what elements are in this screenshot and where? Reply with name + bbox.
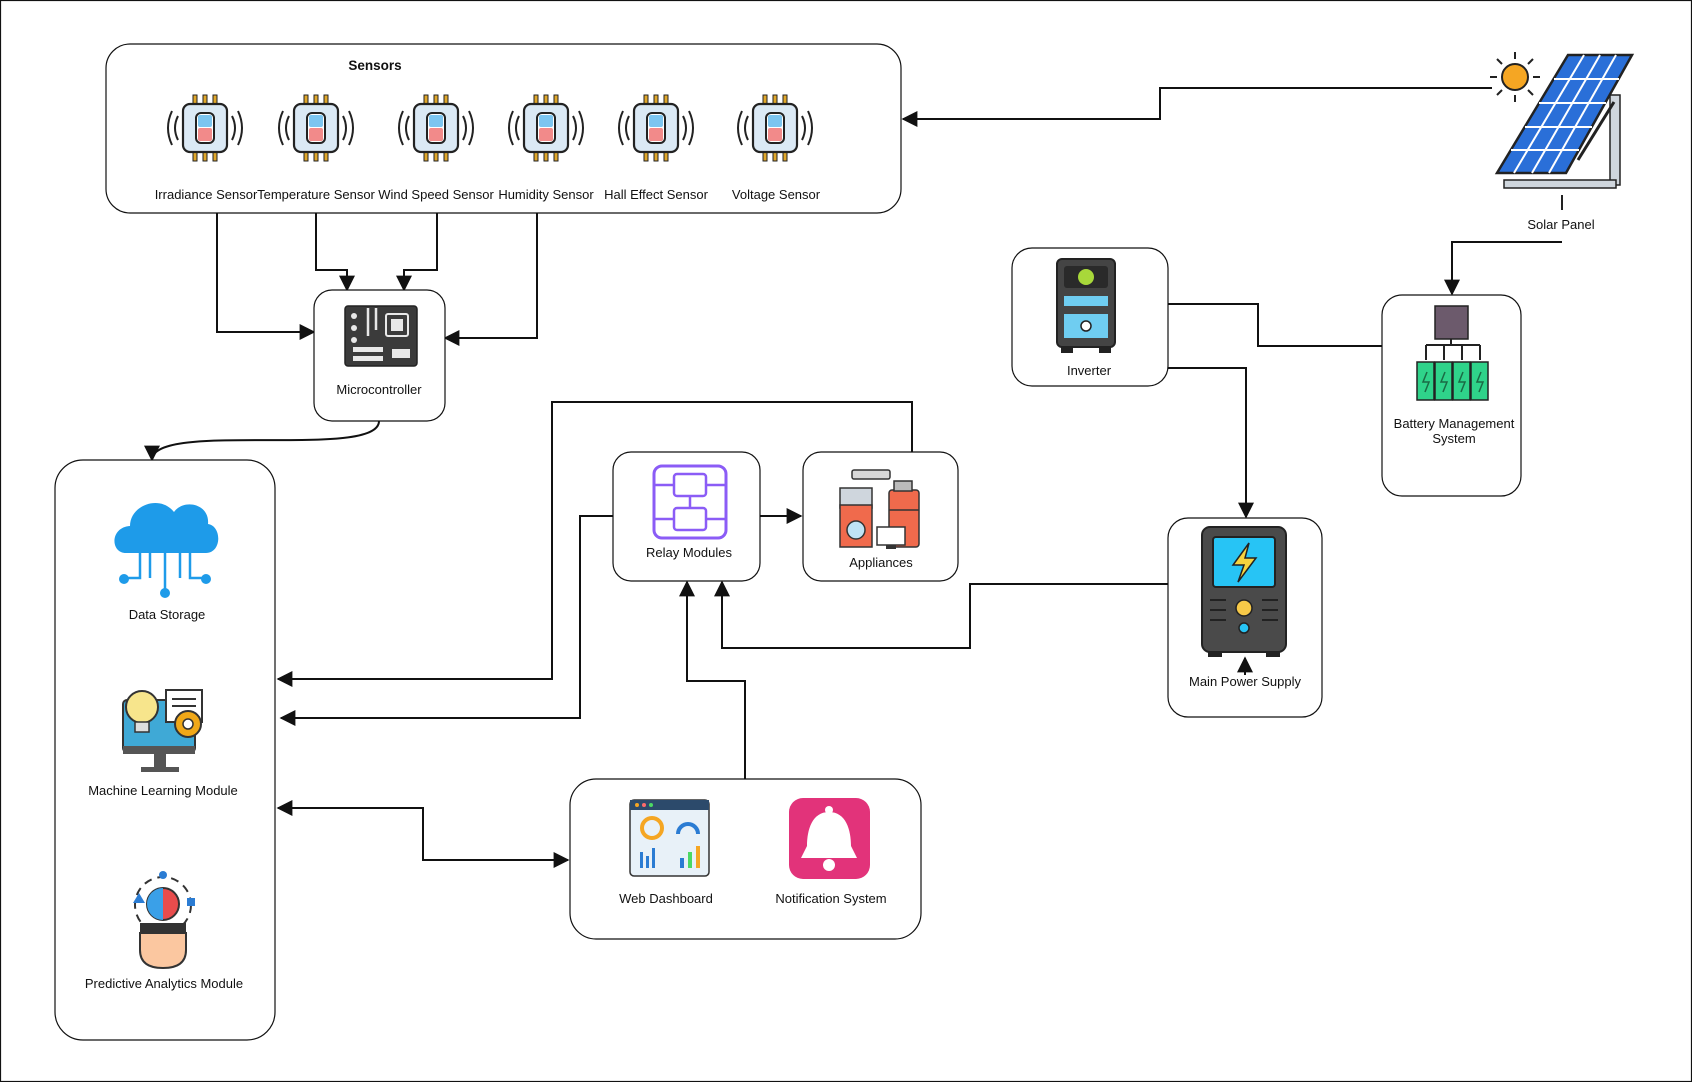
data-storage-label: Data Storage [129, 607, 206, 622]
web-dashboard-node: Web Dashboard [619, 799, 713, 906]
wind-speed-sensor: Wind Speed Sensor [378, 93, 494, 202]
battery-icon [1416, 305, 1489, 401]
edge-appliances-to-ml [276, 401, 913, 687]
notification-system-node: Notification System [775, 798, 887, 906]
notification-system-label: Notification System [775, 891, 886, 906]
data-storage-node: Data Storage [114, 502, 219, 622]
edge-irradiance-to-mcu [216, 212, 316, 340]
appliances-label: Appliances [849, 555, 913, 570]
humidity-sensor-label: Humidity Sensor [498, 187, 594, 202]
voltage-sensor: Voltage Sensor [732, 93, 821, 202]
appliances-node: Appliances [802, 451, 959, 582]
solar-panel-node: Solar Panel [1490, 52, 1635, 232]
ml-module-label: Machine Learning Module [88, 783, 238, 798]
battery-management-label-line1: Battery Management [1394, 416, 1515, 431]
edge-humidity-to-mcu [443, 212, 538, 346]
predictive-analytics-node: Predictive Analytics Module [85, 871, 243, 991]
dashboard-icon [629, 799, 710, 877]
circuit-board-icon [344, 305, 418, 367]
voltage-sensor-label: Voltage Sensor [732, 187, 821, 202]
cloud-network-icon [114, 502, 219, 598]
edge-windspeed-to-mcu [396, 212, 438, 292]
inverter-node: Inverter [1011, 247, 1169, 387]
temperature-sensor: Temperature Sensor [257, 93, 376, 202]
edge-relay-to-ml [279, 515, 613, 726]
predictive-analytics-label: Predictive Analytics Module [85, 976, 243, 991]
inverter-label: Inverter [1067, 363, 1112, 378]
hall-effect-sensor-label: Hall Effect Sensor [604, 187, 708, 202]
main-power-supply-node: Main Power Supply [1167, 517, 1323, 718]
ml-module-node: Machine Learning Module [88, 689, 238, 798]
inverter-icon [1056, 258, 1116, 353]
wind-speed-sensor-label: Wind Speed Sensor [378, 187, 494, 202]
relay-modules-label: Relay Modules [646, 545, 732, 560]
edge-solar-to-battery [1444, 241, 1562, 296]
hall-effect-sensor: Hall Effect Sensor [604, 93, 709, 202]
solar-panel-icon [1490, 52, 1635, 210]
web-dashboard-label: Web Dashboard [619, 891, 713, 906]
sensors-group-title: Sensors [348, 58, 401, 73]
edge-ml-to-dashboard [276, 800, 570, 868]
edge-temperature-to-mcu [315, 212, 355, 292]
battery-management-node: Battery Management System [1381, 294, 1522, 497]
relay-modules-node: Relay Modules [612, 451, 761, 582]
edge-battery-to-inverter [1168, 303, 1382, 347]
power-supply-icon [1201, 526, 1287, 657]
edge-solar-to-sensors [901, 87, 1492, 127]
ml-computer-icon [122, 689, 203, 772]
analytics-column: Data Storage Machine Learning Module [54, 459, 276, 1041]
solar-panel-label: Solar Panel [1527, 217, 1594, 232]
microcontroller-label: Microcontroller [336, 382, 422, 397]
temperature-sensor-label: Temperature Sensor [257, 187, 375, 202]
humidity-sensor: Humidity Sensor [498, 93, 594, 202]
sun-icon [1490, 52, 1540, 102]
sensors-group: Sensors Irradiance Sensor Temperature Se… [105, 43, 902, 214]
irradiance-sensor: Irradiance Sensor [155, 93, 258, 202]
analytics-head-icon [133, 871, 195, 970]
battery-management-label-line2: System [1432, 431, 1475, 446]
appliances-icon [839, 469, 920, 549]
microcontroller-node: Microcontroller [313, 289, 446, 422]
edge-mcu-to-storage [144, 420, 380, 462]
dashboard-group: Web Dashboard Notification System [569, 778, 922, 940]
edge-mainpower-to-relay [714, 580, 1168, 649]
relay-icon [652, 464, 728, 540]
bell-icon [789, 798, 870, 879]
edge-inverter-to-mainpower [1168, 367, 1254, 519]
edge-dashboard-to-relay [679, 580, 746, 779]
main-power-supply-label: Main Power Supply [1189, 674, 1301, 689]
irradiance-sensor-label: Irradiance Sensor [155, 187, 258, 202]
connectors [144, 87, 1562, 868]
